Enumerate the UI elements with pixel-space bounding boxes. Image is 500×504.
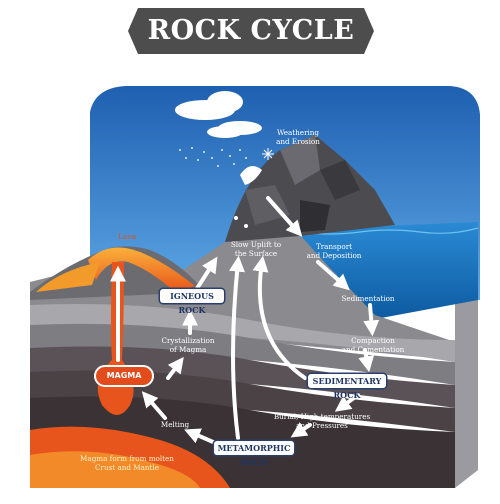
- label-weathering: Weathering and Erosion: [276, 128, 320, 146]
- sedimentary-rock-label: SEDIMENTARY ROCK: [308, 374, 386, 400]
- label-lava: Lava: [118, 232, 137, 241]
- cloud: [175, 91, 262, 138]
- label-sedimentation: Sedimentation: [341, 294, 395, 303]
- label-compaction: Compaction and Cementation: [341, 336, 405, 354]
- title-banner: [128, 8, 374, 54]
- label-uplift: Slow Uplift to the Surface: [230, 240, 282, 258]
- arrow-burial-metamorphic: [290, 422, 312, 438]
- arrow-metamorphic-uplift: [229, 255, 245, 440]
- arrow-melting-magma: [141, 391, 167, 420]
- label-magma-origin: Magma form from molten Crust and Mantle: [80, 454, 174, 472]
- arrow-igneous-uplift: [194, 256, 218, 292]
- snowflake-icon: [262, 148, 274, 160]
- arrow-magma-crystallization: [166, 356, 184, 380]
- lava-flow: [88, 247, 195, 292]
- metamorphic-rock-label: METAMORPHIC ROCK: [214, 441, 294, 467]
- arrow-sedimentation-compaction: [363, 303, 380, 337]
- arrow-transport-sedimentation: [316, 260, 350, 291]
- label-crystallization: Crystallization of Magma: [161, 336, 215, 354]
- arrow-compaction-sedimentary: [358, 348, 375, 373]
- arrow-weathering-transport: [266, 196, 303, 237]
- label-transport: Transport and Deposition: [306, 242, 362, 260]
- layer-2: [30, 323, 455, 385]
- label-burial: Burial, High temperatures and Pressures: [273, 412, 371, 430]
- igneous-rock-label: IGNEOUS ROCK: [160, 289, 224, 315]
- rain: [179, 147, 247, 167]
- magma-label: MAGMA: [94, 365, 154, 387]
- layer-3: [30, 346, 455, 408]
- arrow-sedimentary-uplift: [252, 255, 307, 380]
- arrow-sedimentary-burial: [334, 393, 360, 412]
- label-melting: Melting: [160, 420, 190, 429]
- page-title: ROCK CYCLE: [147, 15, 355, 46]
- layer-1: [30, 304, 455, 362]
